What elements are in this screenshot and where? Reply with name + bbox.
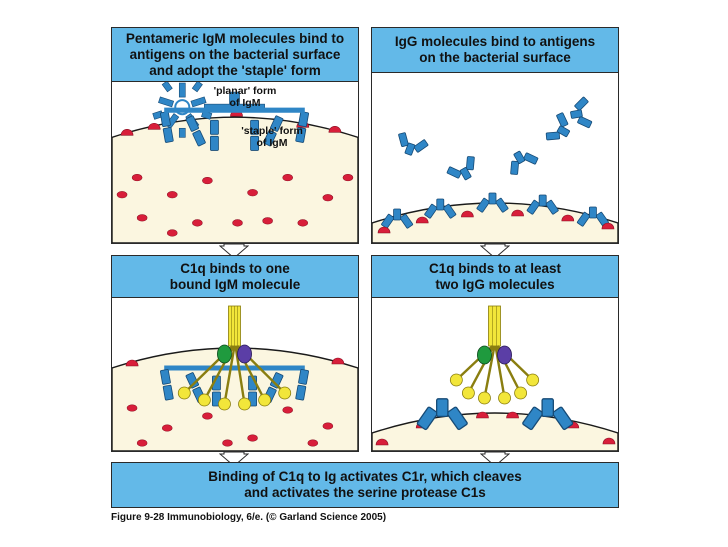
panel-header: IgG molecules bind to antigens on the ba… xyxy=(372,28,618,73)
panel-igm-binding: Pentameric IgM molecules bind to antigen… xyxy=(111,27,359,244)
panel-c1q-igg: C1q binds to at least two IgG molecules xyxy=(371,255,619,452)
panel-header: Binding of C1q to Ig activates C1r, whic… xyxy=(112,463,618,507)
panel-title: Binding of C1q to Ig activates C1r, whic… xyxy=(208,469,522,500)
igg-binding-illustration xyxy=(372,73,618,243)
panel-header: C1q binds to at least two IgG molecules xyxy=(372,256,618,298)
panel-header: Pentameric IgM molecules bind to antigen… xyxy=(112,28,358,82)
down-arrow-left-2 xyxy=(219,452,249,466)
c1q-igm-illustration xyxy=(112,298,358,451)
igm-binding-illustration: 'planar' form of IgM 'staple' form of Ig… xyxy=(112,82,358,243)
c1q-complex xyxy=(177,305,292,411)
panel-title: IgG molecules bind to antigens on the ba… xyxy=(394,34,596,65)
panel-result: Binding of C1q to Ig activates C1r, whic… xyxy=(111,462,619,508)
figure-caption: Figure 9-28 Immunobiology, 6/e. (© Garla… xyxy=(111,512,387,523)
panel-igg-binding: IgG molecules bind to antigens on the ba… xyxy=(371,27,619,244)
panel-c1q-igm: C1q binds to one bound IgM molecule xyxy=(111,255,359,452)
c1q-igg-illustration xyxy=(372,298,618,451)
panel-title: C1q binds to one bound IgM molecule xyxy=(169,260,301,292)
free-igg xyxy=(392,95,594,187)
panel-title: Pentameric IgM molecules bind to antigen… xyxy=(125,30,345,78)
down-arrow-left-1 xyxy=(219,244,249,258)
down-arrow-right-1 xyxy=(480,244,510,258)
c1q-complex xyxy=(449,305,540,405)
staple-igm xyxy=(159,91,310,151)
panel-title: C1q binds to at least two IgG molecules xyxy=(428,260,562,292)
planar-form-label: 'planar' form of IgM xyxy=(213,85,277,109)
down-arrow-right-2 xyxy=(480,452,510,466)
panel-header: C1q binds to one bound IgM molecule xyxy=(112,256,358,298)
staple-form-label: 'staple' form of IgM xyxy=(241,125,303,149)
